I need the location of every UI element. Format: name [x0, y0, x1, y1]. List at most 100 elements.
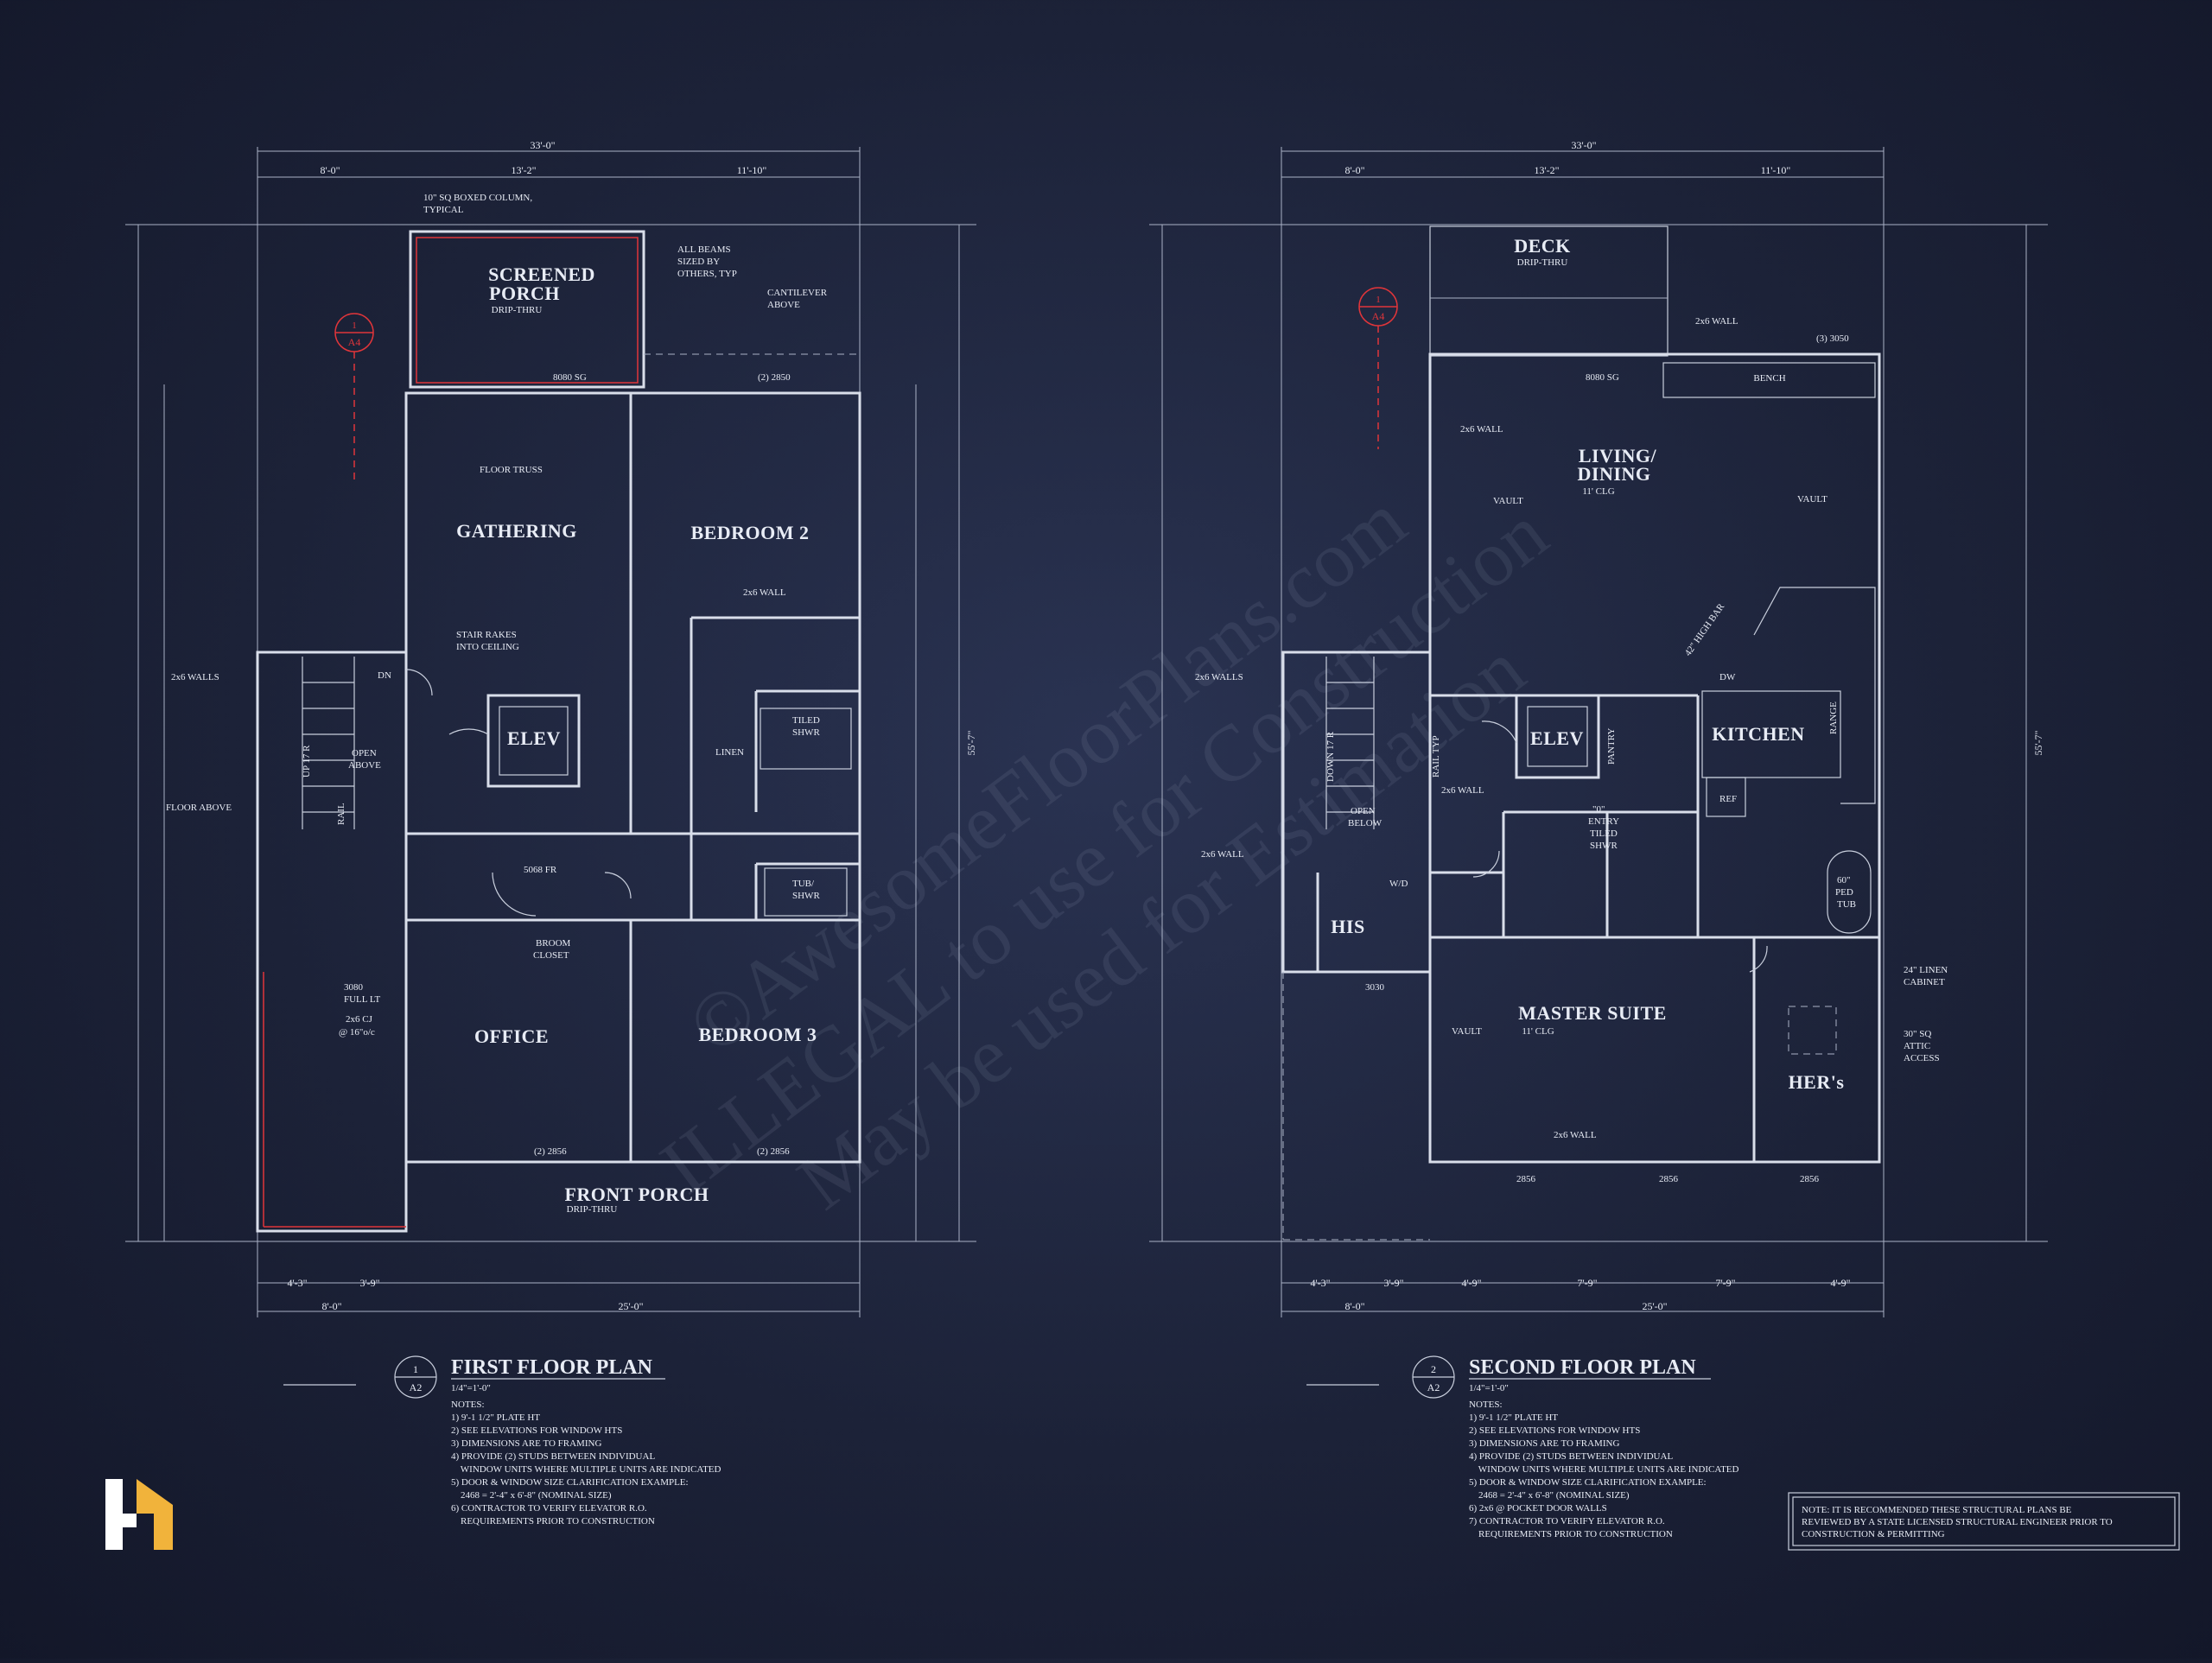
ff-floor-truss: FLOOR TRUSS: [480, 465, 543, 475]
ff-cantilever-1: CANTILEVER: [767, 288, 828, 298]
sf-note: 7) CONTRACTOR TO VERIFY ELEVATOR R.O.: [1469, 1516, 1665, 1527]
ff-walls-2x6: 2x6 WALLS: [171, 672, 219, 682]
ff-room-bedroom2: BEDROOM 2: [690, 522, 809, 543]
ff-room-porch: PORCH: [489, 282, 560, 304]
sf-ref-label: REF: [1719, 794, 1737, 804]
ff-front-porch-drip: DRIP-THRU: [567, 1204, 618, 1215]
sf-attic-2: ATTIC: [1904, 1041, 1930, 1051]
sf-bottom-dim-6: 4'-9": [1830, 1277, 1850, 1289]
ff-win-8080: 8080 SG: [553, 372, 587, 383]
ff-top-dim-1: 8'-0": [320, 164, 340, 176]
second-floor-dimensions: 33'-0" 8'-0" 13'-2" 11'-10" 4'-3" 3'-9" …: [1149, 139, 2048, 1317]
sf-note: 5) DOOR & WINDOW SIZE CLARIFICATION EXAM…: [1469, 1477, 1707, 1488]
ff-note: 3) DIMENSIONS ARE TO FRAMING: [451, 1438, 601, 1449]
sf-vault-1: VAULT: [1493, 496, 1523, 506]
ff-notes-heading: NOTES:: [451, 1400, 485, 1410]
sf-2x6-wall-left: 2x6 WALL: [1460, 424, 1503, 435]
sf-room-elev: ELEV: [1530, 727, 1584, 749]
ff-up-17r: UP 17 R: [302, 745, 312, 778]
sf-down-17r: DOWN 17 R: [1325, 731, 1336, 782]
structural-note: NOTE: IT IS RECOMMENDED THESE STRUCTURAL…: [1788, 1492, 2180, 1551]
ff-bottom-dim-2: 3'-9": [359, 1277, 379, 1289]
sf-2x6-wall-stair: 2x6 WALL: [1201, 849, 1244, 860]
brand-logo-icon: [105, 1479, 173, 1550]
sf-room-living-2: DINING: [1578, 463, 1651, 485]
sf-range: RANGE: [1828, 701, 1839, 734]
ff-room-front-porch: FRONT PORCH: [564, 1184, 709, 1205]
ff-stair-rakes-2: INTO CEILING: [456, 642, 519, 652]
ff-overall-depth: 55'-7": [965, 730, 977, 755]
ff-room-elev: ELEV: [507, 727, 561, 749]
sf-elevator-shaft: [1515, 694, 1600, 779]
sf-linen-2: CABINET: [1904, 977, 1945, 987]
sf-house-outline: [1428, 352, 1881, 1164]
sf-section-sheet: A4: [1372, 310, 1385, 322]
sf-kitchen-island: [1701, 690, 1841, 778]
ff-open-above-1: OPEN: [352, 748, 377, 759]
sf-note: 2) SEE ELEVATIONS FOR WINDOW HTS: [1469, 1425, 1640, 1436]
sf-ref: [1706, 777, 1746, 817]
sf-win-8080: 8080 SG: [1586, 372, 1619, 383]
sf-living-clg: 11' CLG: [1582, 486, 1614, 497]
ff-top-dim-3: 11'-10": [737, 164, 767, 176]
ff-screened-porch-screen: [416, 237, 639, 384]
sf-attic-access: [1788, 1006, 1837, 1055]
ff-note: 2468 = 2'-4" x 6'-8" (NOMINAL SIZE): [451, 1490, 612, 1501]
sf-plan-title: SECOND FLOOR PLAN: [1469, 1356, 1696, 1379]
sf-note: 3) DIMENSIONS ARE TO FRAMING: [1469, 1438, 1619, 1449]
ff-plan-sheet: A2: [410, 1381, 423, 1393]
sf-attic-3: ACCESS: [1904, 1053, 1940, 1063]
ff-plan-scale: 1/4"=1'-0": [451, 1383, 491, 1393]
sf-open-below-1: OPEN: [1351, 806, 1376, 816]
ff-win-2856-a: (2) 2856: [534, 1146, 567, 1157]
sf-note: 4) PROVIDE (2) STUDS BETWEEN INDIVIDUAL: [1469, 1451, 1673, 1462]
ff-note: REQUIREMENTS PRIOR TO CONSTRUCTION: [451, 1516, 655, 1527]
sf-section-marker: 1 A4: [1358, 287, 1398, 449]
ff-bottom-dim-4: 25'-0": [618, 1300, 643, 1312]
sf-deck-outline: [1429, 225, 1669, 357]
ff-section-marker: 1 A4: [334, 313, 374, 484]
ff-note: 5) DOOR & WINDOW SIZE CLARIFICATION EXAM…: [451, 1477, 689, 1488]
ff-tiled-1: TILED: [792, 715, 820, 726]
sf-2x6-wall-bottom: 2x6 WALL: [1554, 1130, 1597, 1140]
ff-floor-above: FLOOR ABOVE: [166, 803, 232, 813]
sf-high-bar: 42" HIGH BAR: [1683, 601, 1727, 658]
ff-note: 1) 9'-1 1/2" PLATE HT: [451, 1412, 540, 1423]
ff-cj-1: 2x6 CJ: [346, 1014, 373, 1025]
ff-full-lt-1: 3080: [344, 982, 364, 993]
ff-broom-1: BROOM: [536, 938, 571, 949]
sf-room-hers: HER's: [1789, 1071, 1845, 1093]
ff-full-lt-2: FULL LT: [344, 994, 381, 1005]
ff-plan-number: 1: [413, 1363, 418, 1375]
ff-boxed-column: 10" SQ BOXED COLUMN,: [423, 193, 532, 203]
sf-win-3050: (3) 3050: [1816, 333, 1849, 344]
sf-room-his: HIS: [1331, 916, 1364, 937]
ff-win-2856-b: (2) 2856: [757, 1146, 790, 1157]
ff-stair-rakes-1: STAIR RAKES: [456, 630, 517, 640]
ff-note: 2) SEE ELEVATIONS FOR WINDOW HTS: [451, 1425, 622, 1436]
ff-cantilever-2: ABOVE: [767, 300, 800, 310]
second-floor-title-block: 2 A2 SECOND FLOOR PLAN 1/4"=1'-0" NOTES:…: [1306, 1355, 1739, 1539]
ff-note: 6) CONTRACTOR TO VERIFY ELEVATOR R.O.: [451, 1503, 647, 1514]
sf-bottom-dim-4: 7'-9": [1577, 1277, 1597, 1289]
sf-notes-heading: NOTES:: [1469, 1400, 1503, 1410]
ff-note: 4) PROVIDE (2) STUDS BETWEEN INDIVIDUAL: [451, 1451, 655, 1462]
ff-boxed-column-typ: TYPICAL: [423, 205, 464, 215]
sf-entry-3: TILED: [1590, 828, 1618, 839]
ff-room-gathering: GATHERING: [456, 520, 577, 542]
sf-note: 2468 = 2'-4" x 6'-8" (NOMINAL SIZE): [1469, 1490, 1630, 1501]
sf-pantry: PANTRY: [1606, 728, 1617, 765]
structural-note-line-2: REVIEWED BY A STATE LICENSED STRUCTURAL …: [1802, 1517, 2113, 1527]
ff-beams-3: OTHERS, TYP: [677, 269, 737, 279]
sf-note: WINDOW UNITS WHERE MULTIPLE UNITS ARE IN…: [1469, 1464, 1739, 1475]
ff-2x6-wall: 2x6 WALL: [743, 587, 786, 598]
first-floor-plan: 33'-0" 8'-0" 13'-2" 11'-10" 4'-3" 3'-9" …: [125, 139, 977, 1317]
ff-bottom-dim-3: 8'-0": [321, 1300, 341, 1312]
sf-deck-drip: DRIP-THRU: [1517, 257, 1568, 268]
structural-note-line-1: NOTE: IT IS RECOMMENDED THESE STRUCTURAL…: [1802, 1505, 2072, 1515]
ff-room-screened: SCREENED: [488, 263, 595, 285]
sf-vault-3: VAULT: [1452, 1026, 1482, 1037]
sf-tub-2: PED: [1835, 887, 1853, 898]
first-floor-dimensions: 33'-0" 8'-0" 13'-2" 11'-10" 4'-3" 3'-9" …: [125, 139, 977, 1317]
